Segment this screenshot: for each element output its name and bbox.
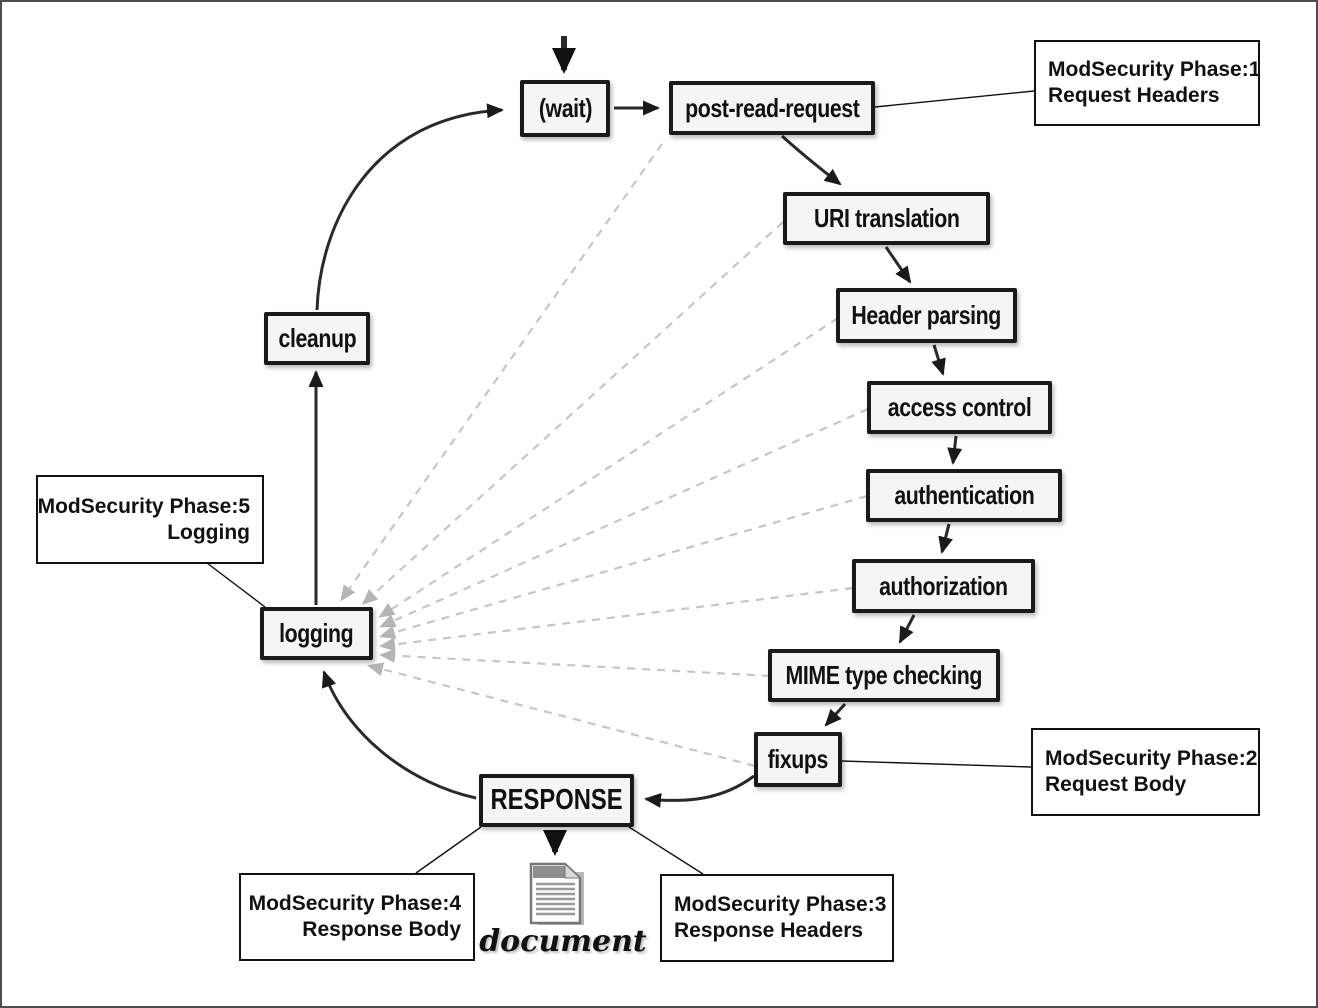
logging-dashed-arrows: [340, 143, 869, 768]
node-mime-type-checking-label: MIME type checking: [785, 660, 983, 690]
document-label: document: [479, 924, 647, 959]
node-wait-label: (wait): [538, 93, 592, 123]
document-icon: [529, 862, 584, 925]
node-fixups: fixups: [754, 732, 842, 787]
phase3-subtitle: Response Headers: [674, 919, 864, 942]
node-uri-translation: URI translation: [783, 192, 990, 245]
node-wait: (wait): [520, 80, 610, 137]
node-post-read-request-label: post-read-request: [684, 92, 860, 123]
node-cleanup-label: cleanup: [278, 323, 356, 353]
node-logging: logging: [260, 607, 373, 660]
node-logging-label: logging: [279, 618, 354, 648]
phase3-title: ModSecurity Phase:3: [674, 893, 887, 916]
phase1-title: ModSecurity Phase:1: [1048, 58, 1261, 81]
modsecurity-phase2-callout: ModSecurity Phase:2 Request Body: [1031, 728, 1260, 816]
phase4-subtitle: Response Body: [302, 918, 461, 941]
phase2-title: ModSecurity Phase:2: [1045, 747, 1258, 770]
node-mime-type-checking: MIME type checking: [768, 649, 1000, 702]
node-post-read-request: post-read-request: [669, 81, 875, 135]
phase5-title: ModSecurity Phase:5: [37, 494, 250, 518]
node-fixups-label: fixups: [767, 744, 829, 774]
node-access-control-label: access control: [887, 392, 1032, 422]
node-access-control: access control: [867, 381, 1052, 434]
flow-arrows: [308, 36, 963, 856]
node-header-parsing-label: Header parsing: [851, 300, 1002, 330]
node-authorization-label: authorization: [879, 570, 1008, 601]
node-cleanup: cleanup: [264, 312, 370, 365]
modsecurity-phase3-callout: ModSecurity Phase:3 Response Headers: [660, 874, 894, 962]
phase1-subtitle: Request Headers: [1048, 84, 1220, 107]
phase2-subtitle: Request Body: [1045, 773, 1187, 796]
modsecurity-phase4-callout: ModSecurity Phase:4 Response Body: [239, 873, 475, 961]
node-header-parsing: Header parsing: [836, 288, 1017, 343]
node-authorization: authorization: [852, 559, 1035, 613]
node-response: RESPONSE: [479, 774, 634, 827]
node-authentication: authentication: [866, 469, 1062, 522]
modsecurity-phase1-callout: ModSecurity Phase:1 Request Headers: [1034, 40, 1260, 126]
phase5-subtitle: Logging: [167, 520, 250, 544]
phase4-title: ModSecurity Phase:4: [248, 892, 461, 915]
node-authentication-label: authentication: [894, 480, 1034, 510]
modsecurity-phase5-callout: ModSecurity Phase:5 Logging: [36, 475, 264, 564]
node-uri-translation-label: URI translation: [813, 203, 960, 233]
node-response-label: RESPONSE: [490, 784, 623, 816]
phase-connector-lines: [206, 90, 1035, 875]
